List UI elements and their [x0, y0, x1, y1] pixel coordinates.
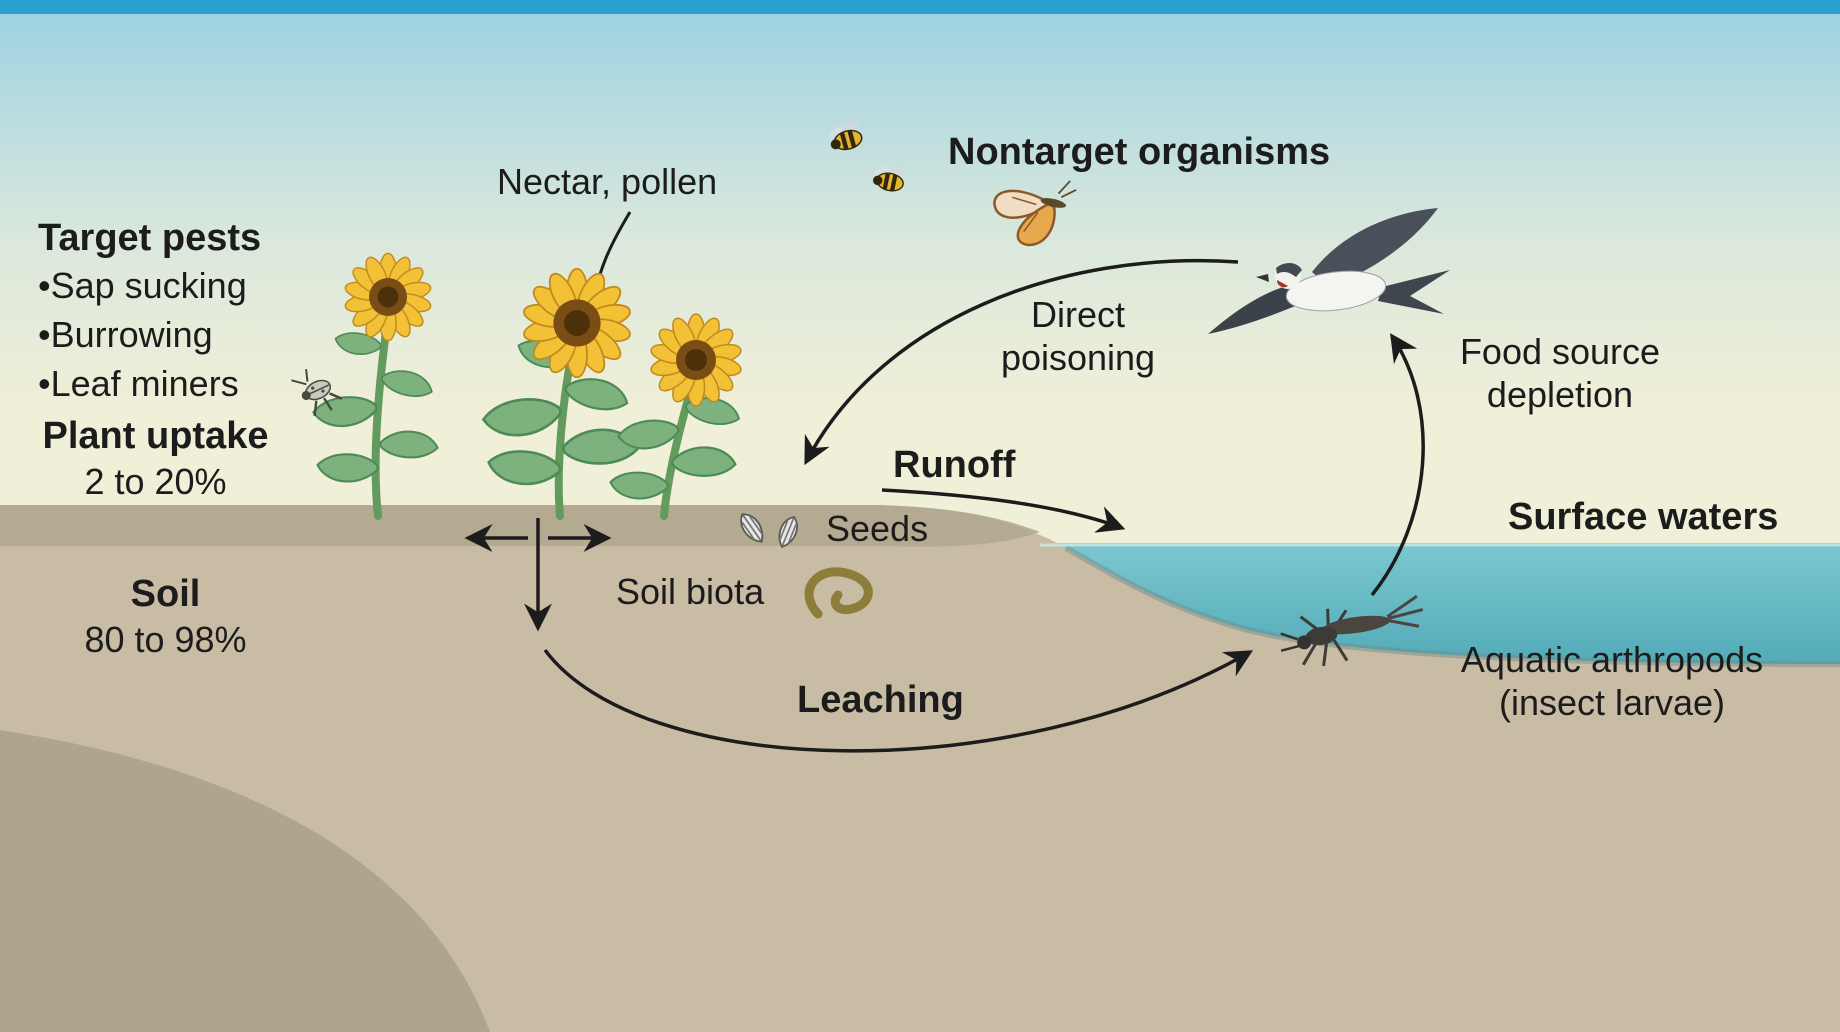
- aquatic-arthropods-label: Aquatic arthropods (insect larvae): [1461, 638, 1763, 724]
- butterfly-icon: [993, 180, 1077, 247]
- soil-shadow: [0, 730, 490, 1032]
- food-source-line2: depletion: [1486, 374, 1634, 416]
- soil-block: Soil 80 to 98%: [58, 572, 273, 661]
- aquatic-line2: (insect larvae): [1498, 682, 1726, 724]
- aquatic-larva-icon: [1280, 595, 1424, 667]
- runoff-label: Runoff: [893, 444, 1016, 486]
- swallow-icon: [1208, 208, 1450, 334]
- food-source-line1: Food source: [1459, 331, 1661, 372]
- target-pest-item: •Burrowing: [38, 313, 213, 355]
- leaching-arrow: [543, 648, 1254, 753]
- soil-title: Soil: [130, 573, 201, 615]
- direct-poisoning-arrow: [804, 258, 1239, 466]
- direct-poisoning-line1: Direct: [1030, 294, 1125, 335]
- target-pest-item: •Sap sucking: [38, 264, 247, 306]
- sunflower-plant: [310, 252, 442, 520]
- direct-poisoning-label: Direct poisoning: [1001, 293, 1155, 379]
- plant-uptake-value: 2 to 20%: [84, 460, 227, 502]
- sunflower-plant: [480, 267, 642, 520]
- food-source-depletion-label: Food source depletion: [1460, 330, 1660, 416]
- nectar-pollen-label: Nectar, pollen: [497, 161, 718, 202]
- target-pests-block: Target pests •Sap sucking •Burrowing •Le…: [38, 216, 261, 408]
- sunflower-plant: [606, 313, 744, 520]
- soil-value: 80 to 98%: [84, 618, 247, 660]
- soil-biota-label: Soil biota: [616, 571, 765, 612]
- target-pests-title: Target pests: [38, 217, 262, 259]
- plant-uptake-block: Plant uptake 2 to 20%: [38, 414, 273, 503]
- surface-waters-label: Surface waters: [1508, 496, 1779, 538]
- seeds-label: Seeds: [826, 508, 929, 549]
- sky-top-strip: [0, 0, 1840, 16]
- aquatic-line1: Aquatic arthropods: [1460, 639, 1764, 680]
- plant-uptake-title: Plant uptake: [42, 415, 269, 457]
- runoff-arrow: [881, 488, 1126, 533]
- beetle-icon: [291, 368, 343, 416]
- direct-poisoning-line2: poisoning: [1000, 337, 1156, 379]
- food-source-depletion-arrow: [1370, 333, 1425, 597]
- worm-icon: [804, 567, 873, 619]
- soil: [0, 505, 1840, 1032]
- leaching-label: Leaching: [797, 679, 964, 721]
- nontarget-organisms-label: Nontarget organisms: [948, 131, 1331, 173]
- target-pest-item: •Leaf miners: [38, 362, 239, 404]
